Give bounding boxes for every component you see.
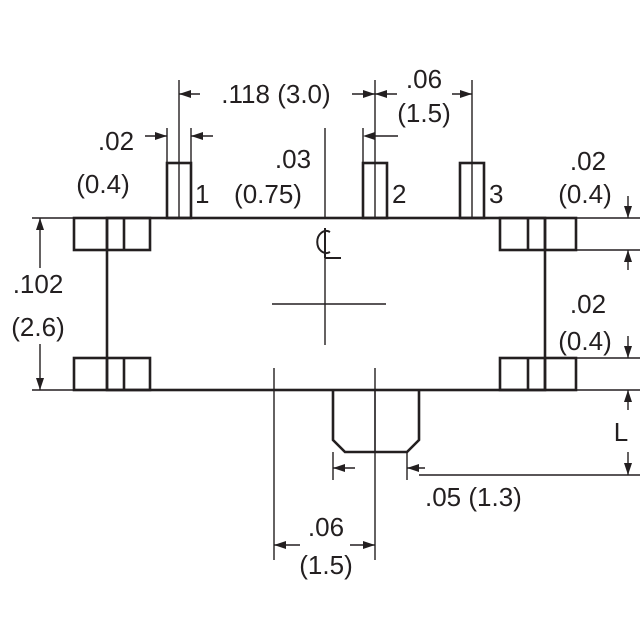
dim-actuator-length: L [614,417,628,447]
pin-label-1: 1 [195,179,209,209]
pin-3 [458,161,486,220]
switch-body [105,216,547,392]
dim-tab-top-mm: (0.4) [558,179,611,209]
pin-label-2: 2 [392,179,406,209]
dim-tab-top-in: .02 [570,146,606,176]
dim-actuator-width-in: .06 [308,512,344,542]
mounting-tab-top-right [498,216,578,252]
centerline-symbol [316,228,341,259]
actuator [331,390,421,454]
dim-actuator-chamfer: .05 (1.3) [425,482,522,512]
dim-pin-pitch: .118 (3.0) [221,79,330,109]
dim-pin-thickness-mm: (0.4) [76,169,129,199]
center-cross [272,250,386,345]
pin-label-3: 3 [489,179,503,209]
body-outline [105,216,547,392]
dim-body-height-in: .102 [13,269,64,299]
dim-pin-offset-mm: (0.75) [234,179,302,209]
pin-1 [165,161,193,220]
dim-pin-width-mm: (1.5) [397,98,450,128]
pin-2 [361,161,389,220]
dim-pin-thickness-in: .02 [98,126,134,156]
dim-tab-bottom-mm: (0.4) [558,326,611,356]
dim-actuator-width-mm: (1.5) [299,550,352,580]
dim-body-height-mm: (2.6) [11,312,64,342]
mounting-tab-top-left [72,216,152,252]
dim-tab-bottom-in: .02 [570,289,606,319]
dim-pin-width-in: .06 [406,64,442,94]
extension-lines [32,80,640,560]
dim-pin-offset-in: .03 [275,144,311,174]
mounting-tab-bottom-right [498,356,578,392]
dimension-lines [36,90,632,549]
mounting-tab-bottom-left [72,356,152,392]
